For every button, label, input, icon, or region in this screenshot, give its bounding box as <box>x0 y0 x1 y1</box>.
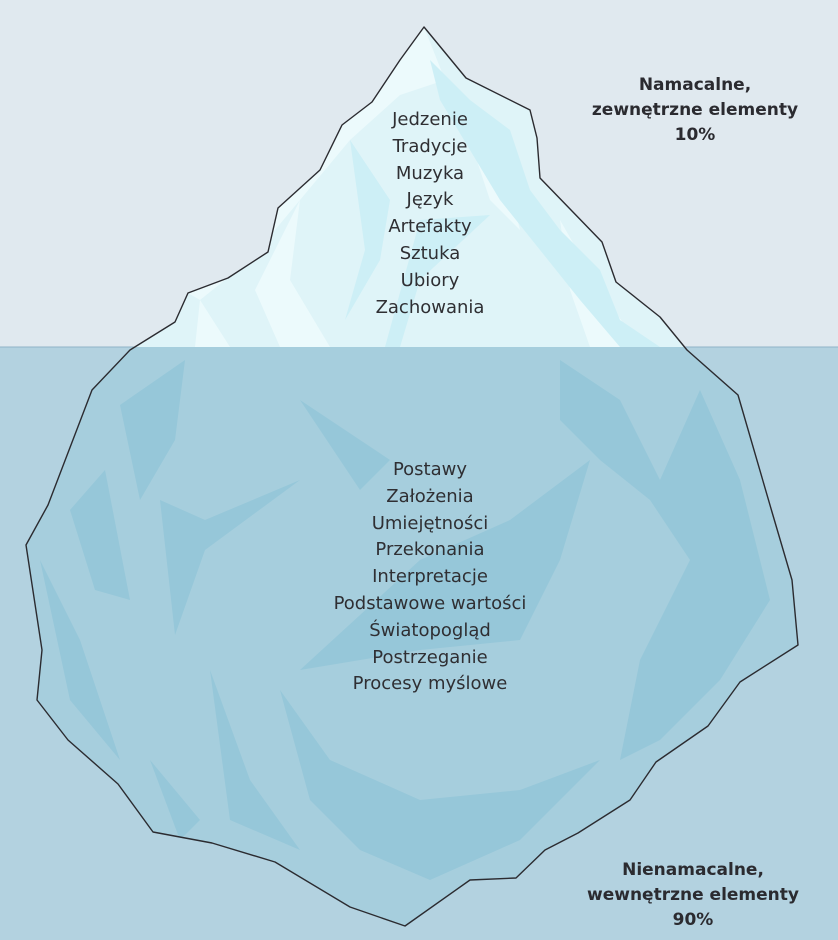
tangible-label: Namacalne, zewnętrzne elementy 10% <box>565 73 825 148</box>
list-item: Zachowania <box>375 296 485 318</box>
visible-elements-list: Jedzenie Tradycje Muzyka Język Artefakty… <box>240 107 620 321</box>
label-line: Nienamacalne, <box>622 860 764 880</box>
hidden-elements-list: Postawy Założenia Umiejętności Przekonan… <box>240 457 620 698</box>
label-percent: 10% <box>674 125 716 145</box>
list-item: Tradycje <box>392 135 468 157</box>
iceberg-underwater <box>26 347 798 926</box>
list-item: Interpretacje <box>372 566 488 588</box>
label-line: zewnętrzne elementy <box>591 100 799 120</box>
list-item: Przekonania <box>375 539 485 561</box>
label-line: wewnętrzne elementy <box>587 885 799 905</box>
list-item: Muzyka <box>395 162 465 184</box>
list-item: Język <box>406 189 454 211</box>
list-item: Procesy myślowe <box>352 673 508 695</box>
list-item: Założenia <box>386 485 474 507</box>
list-item: Sztuka <box>399 242 461 264</box>
list-item: Artefakty <box>388 216 472 238</box>
list-item: Jedzenie <box>392 109 468 130</box>
list-item: Postawy <box>392 459 468 480</box>
list-item: Ubiory <box>400 269 460 291</box>
label-line: Namacalne, <box>638 75 752 95</box>
list-item: Światopogląd <box>369 619 491 641</box>
list-item: Umiejętności <box>371 512 489 534</box>
iceberg-outline <box>25 26 799 927</box>
list-item: Postrzeganie <box>372 646 488 668</box>
label-percent: 90% <box>672 910 714 930</box>
list-item: Podstawowe wartości <box>333 592 527 614</box>
intangible-label: Nienamacalne, wewnętrzne elementy 90% <box>563 858 823 933</box>
